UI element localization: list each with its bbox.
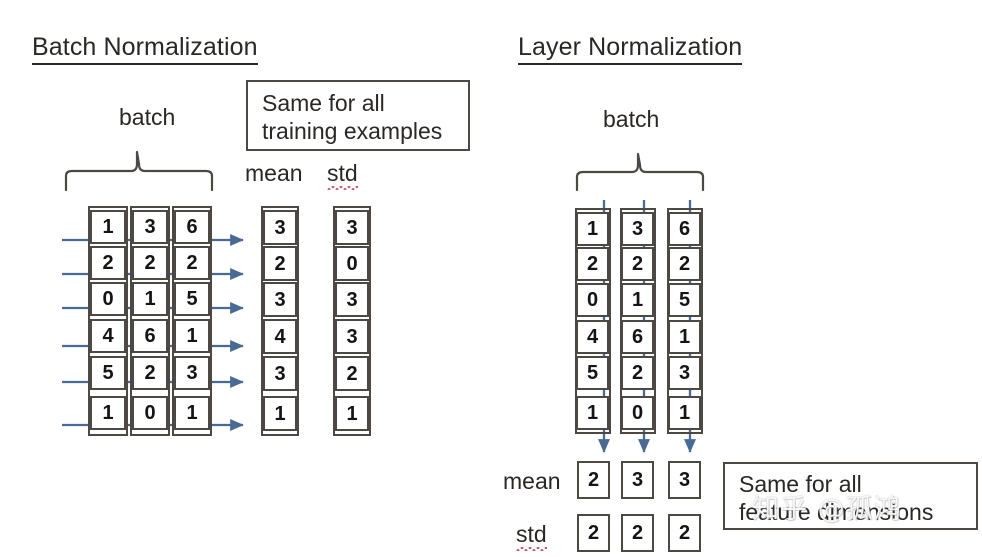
bn-std-cell: 3 xyxy=(335,282,369,317)
bn-cell: 0 xyxy=(90,282,126,316)
bn-cell: 1 xyxy=(174,396,210,430)
bn-cell: 2 xyxy=(132,246,168,280)
ln-cell: 1 xyxy=(576,212,609,246)
ln-std-cell: 2 xyxy=(577,514,610,552)
ln-cell: 3 xyxy=(668,356,701,390)
ln-cell: 2 xyxy=(576,247,609,281)
ln-mean-cell: 3 xyxy=(668,461,701,499)
ln-cell: 2 xyxy=(668,247,701,281)
bn-mean-cell: 1 xyxy=(263,396,297,431)
bn-mean-cell: 3 xyxy=(263,282,297,317)
ln-mean-cell: 2 xyxy=(577,461,610,499)
ln-cell: 1 xyxy=(668,396,701,430)
ln-mean-label: mean xyxy=(503,468,561,494)
ln-cell: 2 xyxy=(621,247,654,281)
ln-cell: 6 xyxy=(621,320,654,354)
bn-mean-column-outline xyxy=(261,206,299,436)
bn-cell: 2 xyxy=(132,356,168,390)
bn-std-cell: 3 xyxy=(335,319,369,354)
bn-callout-box: Same for all training examples xyxy=(246,80,470,151)
bn-mean-label: mean xyxy=(245,160,303,186)
bn-mean-cell: 3 xyxy=(263,210,297,245)
bn-cell: 3 xyxy=(174,356,210,390)
ln-cell: 0 xyxy=(621,396,654,430)
ln-cell: 0 xyxy=(576,283,609,317)
bn-cell: 6 xyxy=(174,210,210,244)
bn-std-label-text: std xyxy=(327,160,358,190)
ln-cell: 5 xyxy=(668,283,701,317)
ln-cell: 6 xyxy=(668,212,701,246)
bn-column-outline-2 xyxy=(172,206,212,436)
bn-cell: 0 xyxy=(132,396,168,430)
bn-std-cell: 3 xyxy=(335,210,369,245)
bn-std-cell: 2 xyxy=(335,356,369,391)
bn-batch-label: batch xyxy=(119,104,176,130)
bn-cell: 1 xyxy=(132,282,168,316)
bn-mean-cell: 4 xyxy=(263,319,297,354)
ln-callout-box: Same for all feature dimensions xyxy=(723,462,978,530)
ln-cell: 1 xyxy=(668,320,701,354)
bn-cell: 1 xyxy=(90,396,126,430)
bn-cell: 1 xyxy=(174,319,210,353)
bn-batch-brace-icon xyxy=(64,150,214,192)
ln-cell: 5 xyxy=(576,356,609,390)
ln-cell: 2 xyxy=(621,356,654,390)
ln-std-label: std xyxy=(516,521,547,551)
bn-column-outline-1 xyxy=(130,206,170,436)
ln-batch-label: batch xyxy=(603,106,660,132)
layer-normalization-title: Layer Normalization xyxy=(518,34,743,66)
bn-cell: 3 xyxy=(132,210,168,244)
bn-std-cell: 1 xyxy=(335,396,369,431)
bn-cell: 6 xyxy=(132,319,168,353)
ln-std-label-text: std xyxy=(516,521,547,551)
bn-cell: 2 xyxy=(90,246,126,280)
bn-cell: 4 xyxy=(90,319,126,353)
bn-cell: 1 xyxy=(90,210,126,244)
bn-mean-cell: 3 xyxy=(263,356,297,391)
ln-std-cell: 2 xyxy=(668,514,701,552)
ln-cell: 4 xyxy=(576,320,609,354)
bn-std-cell: 0 xyxy=(335,246,369,281)
ln-cell: 3 xyxy=(621,212,654,246)
bn-std-label: std xyxy=(327,160,358,190)
bn-cell: 2 xyxy=(174,246,210,280)
ln-batch-brace-icon xyxy=(575,152,705,192)
bn-cell: 5 xyxy=(174,282,210,316)
bn-cell: 5 xyxy=(90,356,126,390)
batch-normalization-title: Batch Normalization xyxy=(32,34,258,66)
ln-cell: 1 xyxy=(576,396,609,430)
ln-std-cell: 2 xyxy=(621,514,654,552)
ln-cell: 1 xyxy=(621,283,654,317)
bn-std-column-outline xyxy=(333,206,371,436)
bn-mean-cell: 2 xyxy=(263,246,297,281)
bn-column-outline-0 xyxy=(88,206,128,436)
ln-mean-cell: 3 xyxy=(621,461,654,499)
